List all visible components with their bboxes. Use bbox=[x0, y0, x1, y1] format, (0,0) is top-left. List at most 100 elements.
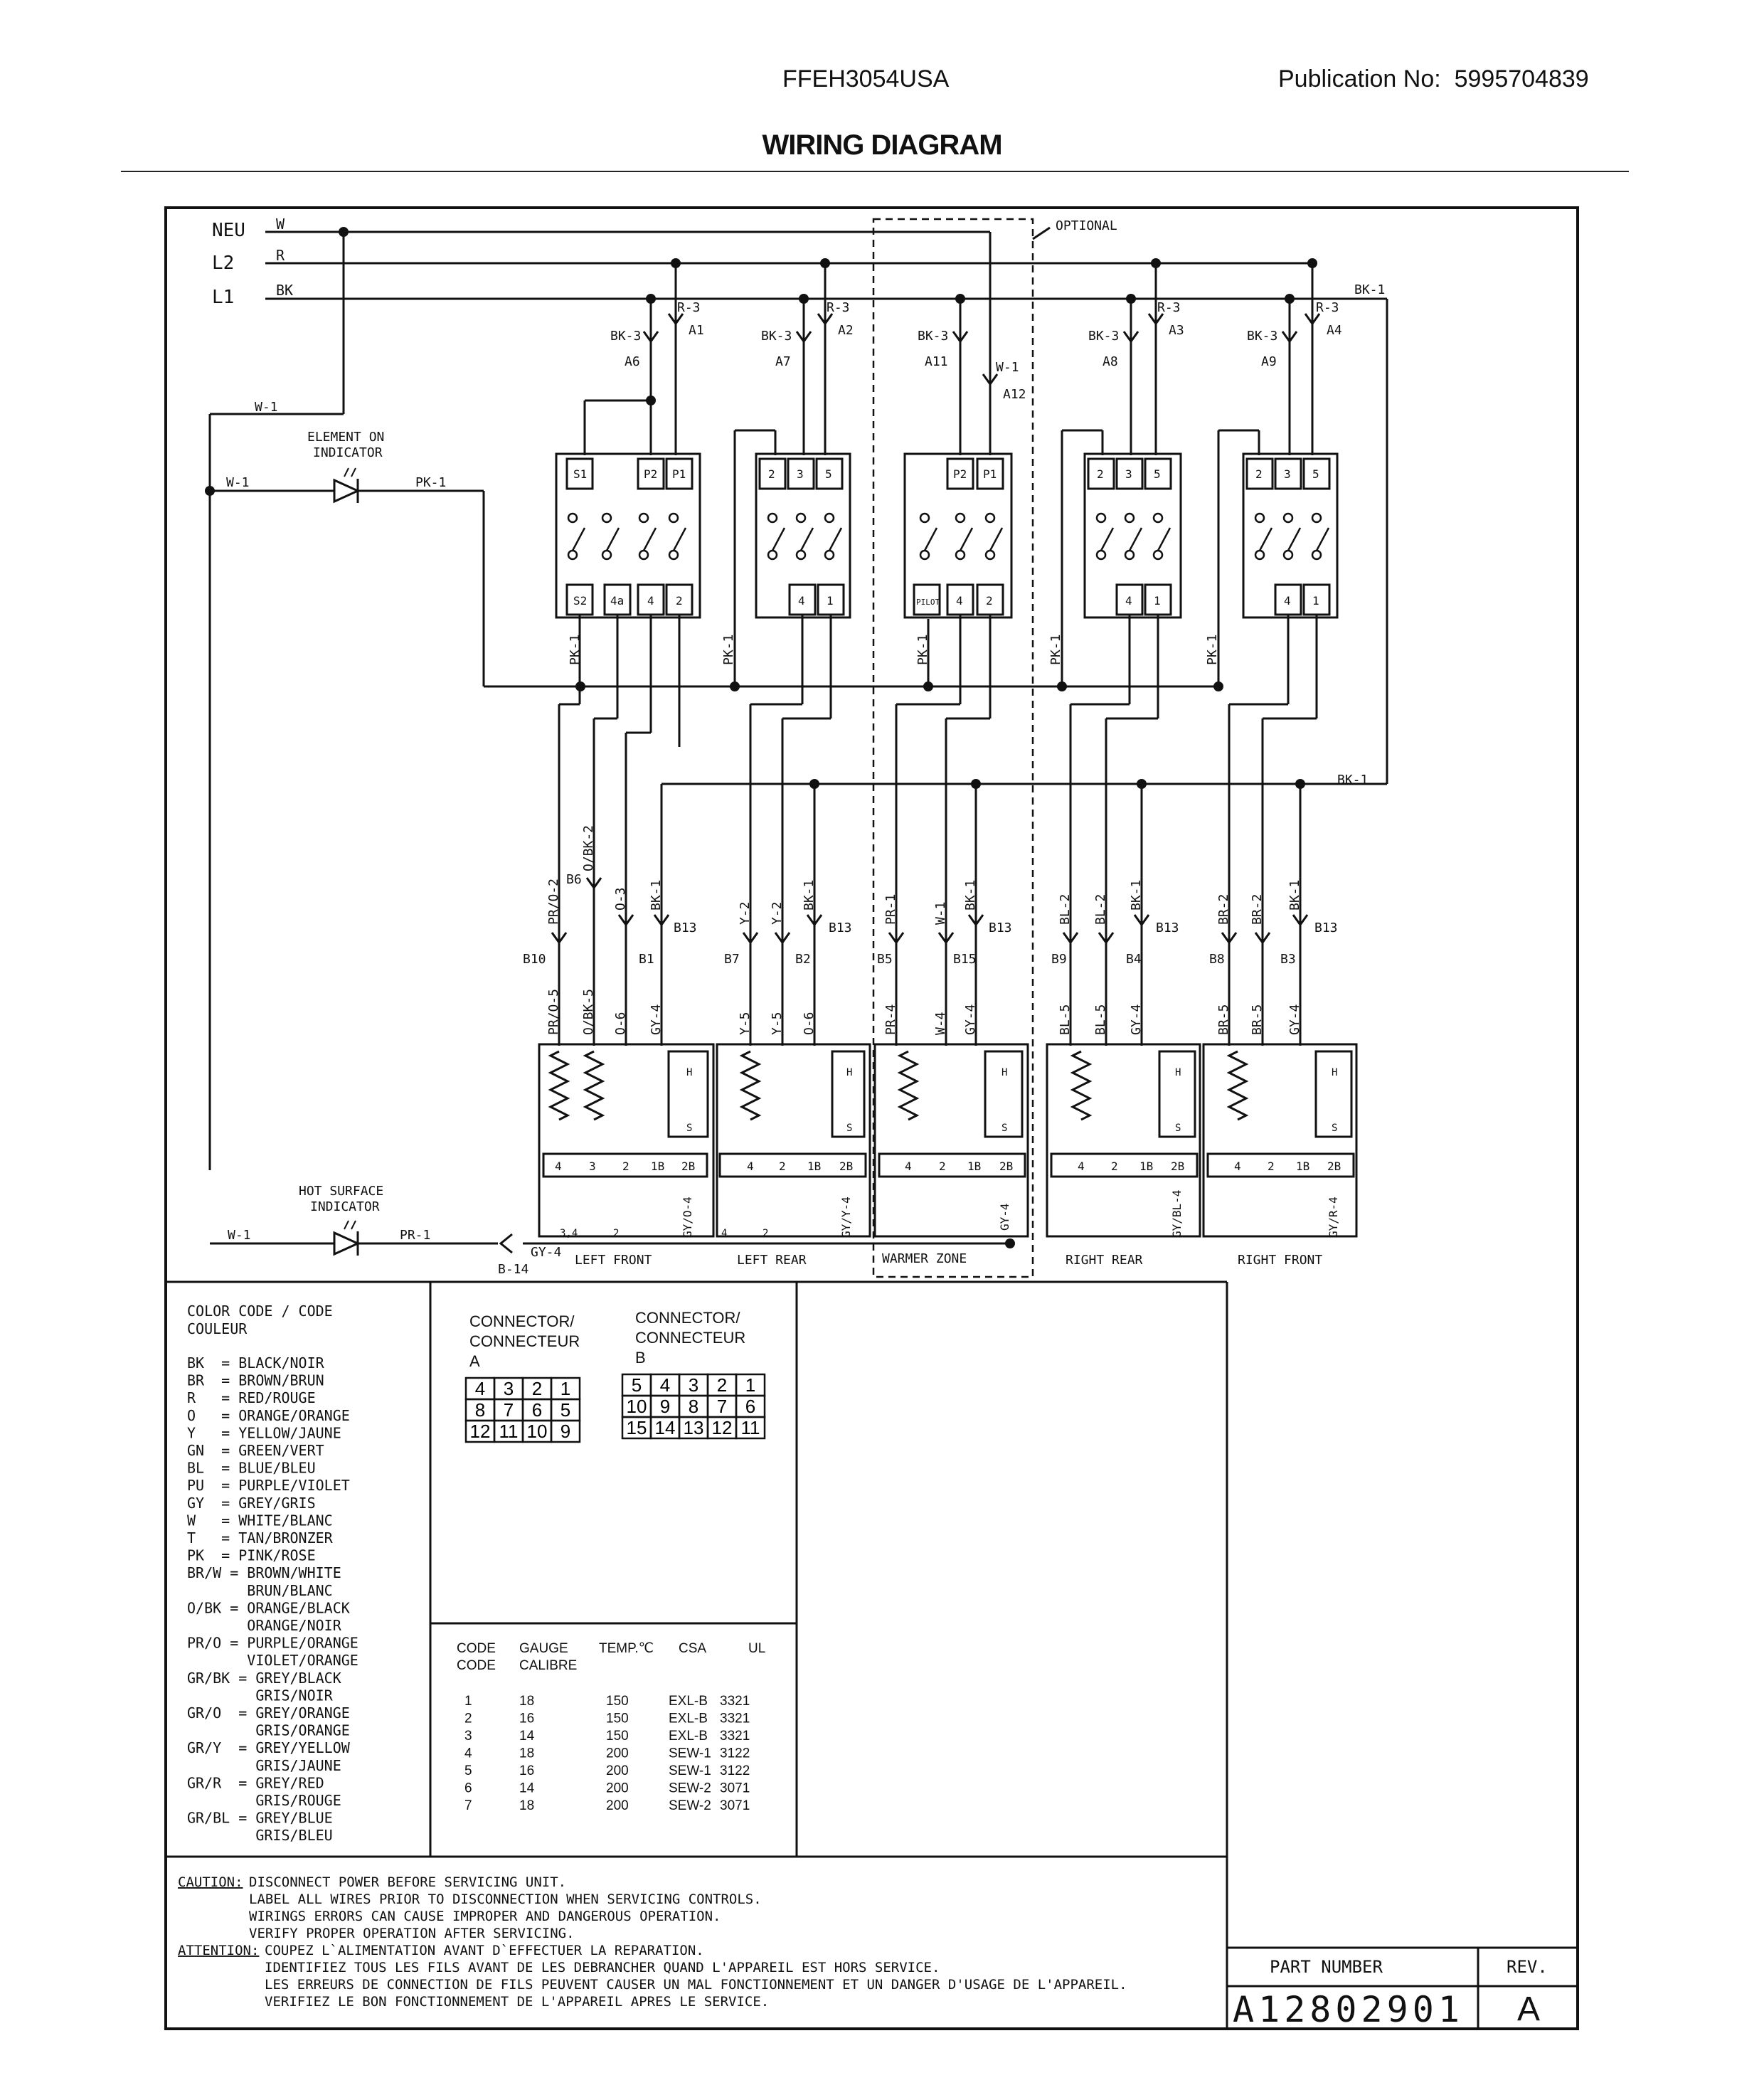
page-title: WIRING DIAGRAM bbox=[762, 129, 1002, 161]
col3-bot-conn: A12 bbox=[1003, 387, 1026, 402]
b14-label: B-14 bbox=[498, 1262, 528, 1277]
rr-t2: 2 bbox=[1111, 1160, 1118, 1173]
rr-t1b: 1B bbox=[1139, 1160, 1153, 1173]
connector-a-cell bbox=[550, 1419, 581, 1443]
lf-t2: 2 bbox=[622, 1160, 629, 1173]
color-code-entry: GR/Y = GREY/YELLOW bbox=[187, 1739, 351, 1756]
connector-a-pin: 8 bbox=[475, 1399, 485, 1421]
bk1-mid-label: BK-1 bbox=[1337, 773, 1368, 787]
connector-b-pin: 12 bbox=[712, 1417, 733, 1438]
gauge-cell: 1 bbox=[464, 1694, 472, 1709]
r-label: R bbox=[276, 247, 285, 264]
zone-right-rear: RIGHT REAR bbox=[1066, 1253, 1143, 1268]
hot-surface-indicator bbox=[327, 1220, 370, 1256]
attention-line-1: COUPEZ L`ALIMENTATION AVANT D`EFFECTUER … bbox=[265, 1943, 704, 1958]
sw2-4: 4 bbox=[798, 594, 805, 608]
rr-gy: GY/BL-4 bbox=[1170, 1190, 1184, 1238]
sw1-p2: P2 bbox=[644, 467, 657, 481]
pk1-sw2: PK-1 bbox=[721, 635, 736, 665]
color-code-entry: T = TAN/BRONZER bbox=[187, 1529, 334, 1546]
col4-bk3: BK-3 bbox=[1088, 329, 1119, 344]
wz-lower-1: PR-4 bbox=[883, 1004, 898, 1035]
sw3-pilot: PILOT bbox=[916, 598, 940, 607]
rf-wire-1: BR-2 bbox=[1216, 894, 1231, 925]
gauge-cell: 3071 bbox=[720, 1781, 750, 1796]
sw2-2: 2 bbox=[768, 467, 775, 481]
lr-small-b: 2 bbox=[763, 1228, 768, 1239]
gauge-cell: 14 bbox=[519, 1729, 535, 1744]
sw4-3: 3 bbox=[1125, 467, 1132, 481]
wz-lower-3: GY-4 bbox=[963, 1004, 978, 1035]
lr-b13: B13 bbox=[829, 921, 852, 935]
zone-warmer: WARMER ZONE bbox=[882, 1251, 967, 1266]
rr-wire-1: BL-2 bbox=[1058, 894, 1073, 925]
wz-b5: B5 bbox=[877, 952, 893, 967]
rf-b8: B8 bbox=[1209, 952, 1225, 967]
lf-s: S bbox=[686, 1123, 692, 1134]
color-code-entry: BR = BROWN/BRUN bbox=[187, 1372, 324, 1389]
color-code-entry: O = ORANGE/ORANGE bbox=[187, 1407, 350, 1424]
element-on-indicator bbox=[327, 467, 370, 504]
color-code-entry: VIOLET/ORANGE bbox=[187, 1652, 358, 1669]
column-drops bbox=[583, 232, 1314, 686]
gauge-cell: 18 bbox=[519, 1798, 534, 1813]
gauge-cell: 3122 bbox=[720, 1763, 750, 1778]
connector-a-pin: 2 bbox=[532, 1378, 542, 1399]
wz-b13: B13 bbox=[989, 921, 1012, 935]
switch-contacts bbox=[567, 512, 1330, 561]
gauge-cell: 200 bbox=[606, 1746, 629, 1761]
col4-r3: R-3 bbox=[1157, 300, 1181, 315]
rf-t2b: 2B bbox=[1327, 1160, 1341, 1173]
part-number-label: PART NUMBER bbox=[1270, 1957, 1383, 1977]
sw1-2: 2 bbox=[676, 594, 683, 608]
lf-wire-3: O-3 bbox=[613, 887, 628, 911]
wz-h: H bbox=[1001, 1067, 1007, 1078]
color-code-entry: PK = PINK/ROSE bbox=[187, 1547, 316, 1564]
col4-bot-conn: A8 bbox=[1102, 354, 1118, 369]
col2-bk3: BK-3 bbox=[761, 329, 792, 344]
lr-gy: GY/Y-4 bbox=[839, 1197, 853, 1238]
gauge-cell: 3321 bbox=[720, 1712, 750, 1726]
sw4-4: 4 bbox=[1125, 594, 1132, 608]
connector-plugs bbox=[551, 312, 1321, 944]
lr-b7: B7 bbox=[724, 952, 740, 967]
color-code-entry: PU = PURPLE/VIOLET bbox=[187, 1477, 350, 1494]
connector-b-pin: 11 bbox=[741, 1417, 760, 1438]
lf-b1: B1 bbox=[639, 952, 654, 967]
rr-b4: B4 bbox=[1126, 952, 1142, 967]
bk-label: BK bbox=[276, 282, 293, 299]
gauge-header: CODE bbox=[457, 1641, 496, 1656]
connector-a-pin: 4 bbox=[475, 1378, 485, 1399]
lf-t3: 3 bbox=[589, 1160, 596, 1173]
col2-bot-conn: A7 bbox=[775, 354, 791, 369]
col1-r3: R-3 bbox=[677, 300, 701, 315]
col1-top-conn: A1 bbox=[689, 323, 704, 338]
sw3-p2: P2 bbox=[953, 467, 967, 481]
color-code-entry: BL = BLUE/BLEU bbox=[187, 1460, 316, 1477]
conn-a-label-2: CONNECTEUR bbox=[469, 1332, 580, 1350]
zone-left-front: LEFT FRONT bbox=[575, 1253, 652, 1268]
wz-b15: B15 bbox=[953, 952, 977, 967]
rr-wire-3: BK-1 bbox=[1129, 880, 1144, 911]
connector-b-pin: 4 bbox=[660, 1374, 670, 1396]
gauge-cell: 16 bbox=[519, 1712, 534, 1726]
bk1-top-label: BK-1 bbox=[1354, 282, 1385, 297]
caution-notes: CAUTION: DISCONNECT POWER BEFORE SERVICI… bbox=[178, 1874, 1127, 2010]
lf-t2b: 2B bbox=[681, 1160, 695, 1173]
lr-wire-2: Y-2 bbox=[770, 901, 785, 925]
sw3-p1: P1 bbox=[983, 467, 997, 481]
connector-b-pin: 15 bbox=[627, 1417, 647, 1438]
gauge-cell: 200 bbox=[606, 1781, 629, 1796]
col5-bk3: BK-3 bbox=[1247, 329, 1277, 344]
wz-t2: 2 bbox=[939, 1160, 946, 1173]
gauge-cell: 200 bbox=[606, 1763, 629, 1778]
gauge-cell: 7 bbox=[464, 1798, 472, 1813]
caution-line-2: LABEL ALL WIRES PRIOR TO DISCONNECTION W… bbox=[249, 1892, 762, 1907]
gauge-cell: EXL-B bbox=[669, 1694, 708, 1709]
connector-b-pin: 1 bbox=[745, 1374, 755, 1396]
gauge-cell: 3071 bbox=[720, 1798, 750, 1813]
sw1-4a: 4a bbox=[610, 594, 624, 608]
color-code-entry: GR/BL = GREY/BLUE bbox=[187, 1810, 333, 1827]
sw2-3: 3 bbox=[797, 467, 804, 481]
